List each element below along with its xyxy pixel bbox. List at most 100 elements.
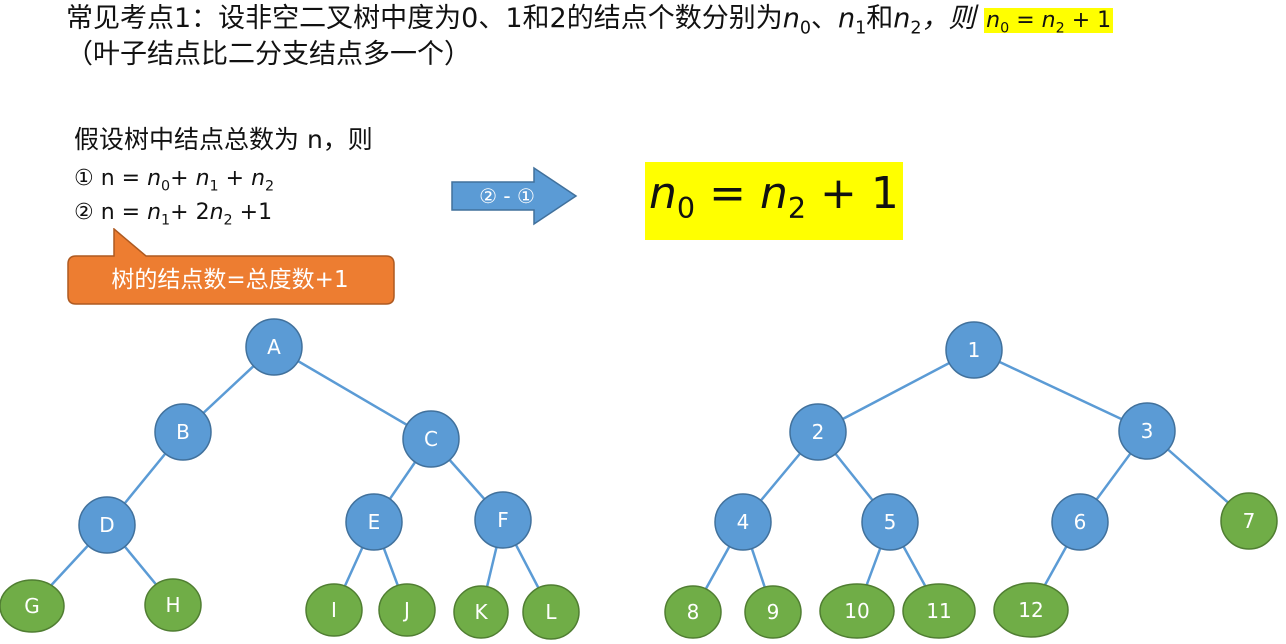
left-tree-node-K: K (453, 585, 509, 639)
n1-symbol: n (838, 3, 856, 34)
left-tree-node-H: H (144, 578, 202, 632)
left-tree-node-circle-B (154, 403, 212, 461)
eq1-a-sub: 0 (161, 178, 171, 195)
left-tree-node-label-G: G (24, 594, 40, 618)
right-tree-node-4: 4 (714, 493, 772, 551)
right-tree-node-circle-8 (664, 585, 722, 639)
right-tree-node-8: 8 (664, 585, 722, 639)
eq2-a-sub: 1 (161, 212, 171, 229)
result-a-sub: 0 (676, 190, 696, 225)
eq2-tail: +1 (232, 200, 273, 225)
assumption-text: 假设树中结点总数为 n，则 (74, 125, 373, 154)
eq1-plus1: + (170, 166, 196, 191)
right-tree-node-label-4: 4 (737, 510, 750, 534)
and-text: 和 (866, 3, 894, 34)
left-tree-node-label-D: D (99, 513, 114, 537)
left-tree-edges (31, 345, 553, 613)
left-tree-node-label-A: A (267, 335, 281, 359)
right-tree-node-9: 9 (744, 585, 802, 639)
equation-2: ② n = n1+ 2n2 +1 (74, 198, 272, 235)
right-tree-node-3: 3 (1118, 402, 1176, 460)
left-tree-node-circle-C (402, 410, 460, 468)
left-tree-node-label-H: H (165, 593, 180, 617)
right-tree-node-label-10: 10 (844, 599, 869, 623)
right-tree-node-label-8: 8 (687, 600, 700, 624)
left-tree-node-A: A (245, 318, 303, 376)
right-tree-node-circle-6 (1051, 493, 1109, 551)
equation-1: ① n = n0+ n1 + n2 (74, 164, 274, 201)
left-tree-node-circle-A (245, 318, 303, 376)
right-tree-node-label-3: 3 (1141, 419, 1154, 443)
right-tree-edges (691, 348, 1250, 613)
left-tree-node-label-K: K (474, 600, 488, 624)
right-tree-node-label-11: 11 (926, 599, 951, 623)
right-tree-node-label-7: 7 (1243, 509, 1256, 533)
right-tree-node-circle-3 (1118, 402, 1176, 460)
right-tree-node-10: 10 (819, 583, 895, 639)
left-tree-node-circle-E (345, 493, 403, 551)
right-tree-node-6: 6 (1051, 493, 1109, 551)
left-tree-node-J: J (378, 583, 436, 637)
right-tree-node-label-2: 2 (812, 420, 825, 444)
left-tree-node-circle-L (522, 584, 580, 640)
right-tree-node-circle-10 (819, 583, 895, 639)
n2-subscript: 2 (910, 18, 922, 39)
eq1-lead: n = (93, 166, 148, 191)
left-tree-node-circle-F (474, 491, 532, 549)
formula-n: n (1041, 8, 1056, 33)
statement-prefix: 常见考点1：设非空二叉树中度为0、1和2的结点个数分别为 (66, 3, 783, 34)
left-tree-node-label-E: E (368, 510, 381, 534)
left-tree-node-label-I: I (331, 598, 337, 622)
left-tree-node-circle-D (78, 496, 136, 554)
result-b-sub: 2 (787, 190, 807, 225)
eq1-c-sub: 2 (265, 178, 275, 195)
formula-lhs: n (986, 8, 1001, 33)
separator: 、 (811, 3, 838, 34)
eq2-b: n (209, 200, 224, 225)
left-tree-node-E: E (345, 493, 403, 551)
left-tree-node-F: F (474, 491, 532, 549)
result-a: n (649, 168, 677, 219)
n0-subscript: 0 (799, 18, 811, 39)
right-tree-node-circle-12 (993, 582, 1069, 638)
right-tree-node-circle-9 (744, 585, 802, 639)
left-tree-node-D: D (78, 496, 136, 554)
right-tree-edge-1-2 (817, 348, 975, 434)
formula-tail: + 1 (1064, 8, 1112, 33)
eq2-a: n (147, 200, 162, 225)
eq1-b-sub: 1 (209, 178, 219, 195)
callout-text: 树的结点数=总度数+1 (111, 267, 349, 293)
left-tree-node-circle-K (453, 585, 509, 639)
property-statement: 常见考点1：设非空二叉树中度为0、1和2的结点个数分别为n0、n1和n2，则 n… (66, 2, 1114, 45)
left-tree-node-I: I (305, 583, 363, 637)
then-text: ，则 (921, 3, 976, 34)
right-tree-node-circle-7 (1220, 492, 1278, 550)
left-tree-node-label-B: B (176, 420, 190, 444)
result-b: n (759, 168, 788, 219)
left-tree-node-G: G (0, 579, 65, 633)
highlighted-formula-small: n0 = n2 + 1 (984, 8, 1114, 36)
eq2-number: ② (74, 200, 94, 225)
right-tree-node-circle-2 (789, 403, 847, 461)
right-tree-node-label-1: 1 (968, 338, 981, 362)
property-note: （叶子结点比二分支结点多一个） (66, 39, 471, 70)
eq1-number: ① (74, 166, 94, 191)
right-tree-node-circle-1 (945, 321, 1003, 379)
formula-eq: = (1009, 8, 1042, 33)
eq1-c: n (251, 166, 266, 191)
result-formula: n0 = n2 + 1 (645, 162, 903, 240)
right-tree-node-12: 12 (993, 582, 1069, 638)
right-tree-node-2: 2 (789, 403, 847, 461)
left-tree-node-label-C: C (424, 427, 438, 451)
n0-symbol: n (782, 3, 800, 34)
left-tree-node-circle-I (305, 583, 363, 637)
left-tree-node-circle-J (378, 583, 436, 637)
result-eq: = (695, 168, 760, 219)
right-tree-node-11: 11 (902, 583, 976, 639)
right-tree-node-circle-4 (714, 493, 772, 551)
left-tree-node-label-J: J (402, 598, 410, 622)
left-tree-node-label-F: F (497, 508, 509, 532)
